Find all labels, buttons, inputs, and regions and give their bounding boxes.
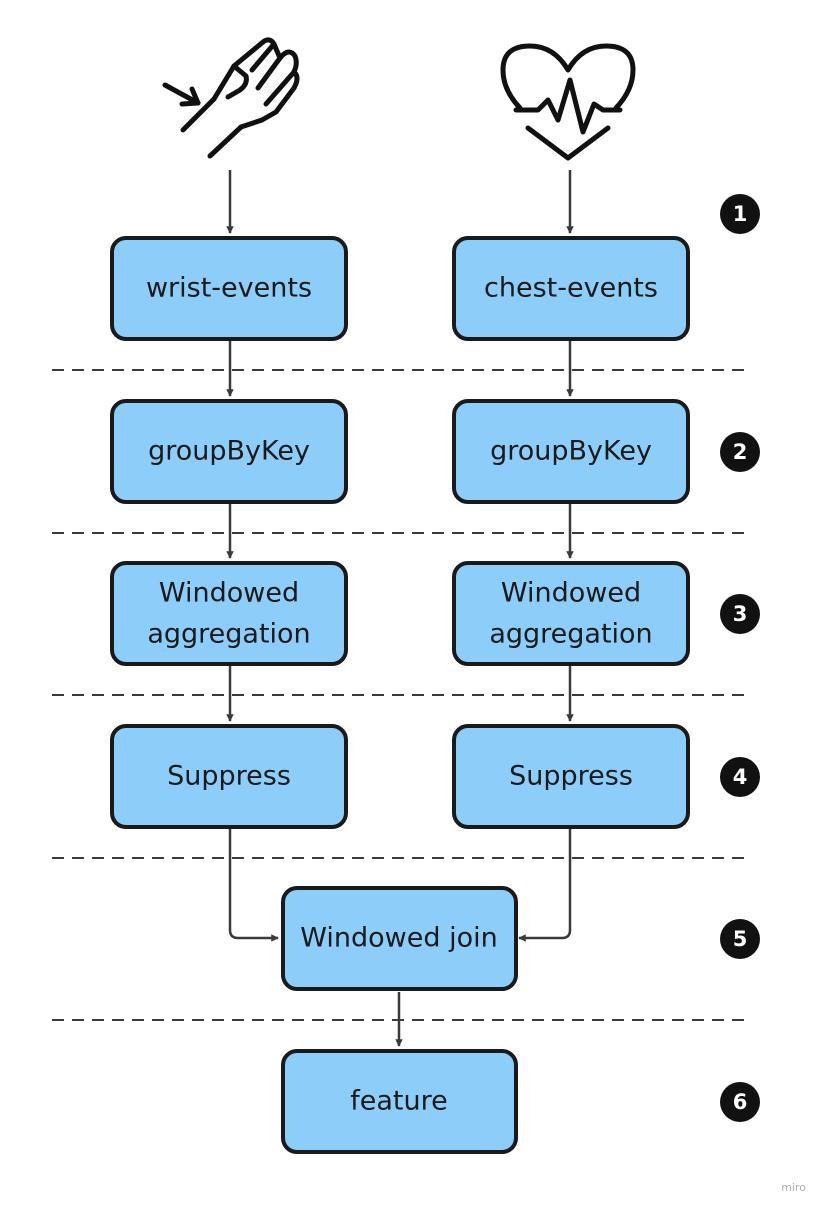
node-groupbykey-right: groupByKey	[452, 399, 690, 504]
step-badge-4: 4	[720, 757, 760, 797]
node-suppress-right: Suppress	[452, 724, 690, 829]
step-number: 3	[733, 602, 748, 626]
step-number: 5	[733, 927, 748, 951]
node-label-line2: aggregation	[489, 619, 652, 650]
node-label: wrist-events	[146, 273, 312, 304]
step-number: 4	[733, 765, 748, 789]
node-label: feature	[350, 1086, 447, 1117]
step-number: 6	[733, 1090, 748, 1114]
node-label-line2: aggregation	[147, 619, 310, 650]
step-number: 1	[733, 202, 748, 226]
node-label: groupByKey	[490, 436, 652, 467]
step-number: 2	[733, 440, 748, 464]
node-windowed-aggregation-left: Windowed aggregation	[110, 561, 348, 666]
node-groupbykey-left: groupByKey	[110, 399, 348, 504]
step-badge-3: 3	[720, 594, 760, 634]
node-chest-events: chest-events	[452, 236, 690, 341]
node-feature: feature	[281, 1049, 518, 1154]
watermark-text: miro	[781, 1181, 806, 1194]
node-label: chest-events	[484, 273, 658, 304]
node-label-line1: Windowed	[501, 578, 641, 609]
heart-pulse-icon	[500, 43, 636, 161]
edge-suppress-left-to-join	[228, 828, 279, 942]
node-label: Suppress	[167, 761, 291, 792]
step-badge-2: 2	[720, 432, 760, 472]
step-badge-5: 5	[720, 919, 760, 959]
node-suppress-left: Suppress	[110, 724, 348, 829]
node-label: Windowed join	[300, 923, 497, 954]
node-wrist-events: wrist-events	[110, 236, 348, 341]
node-windowed-join: Windowed join	[281, 886, 518, 991]
hand-wrist-icon	[162, 37, 300, 159]
node-label-line1: Windowed	[159, 578, 299, 609]
edge-suppress-right-to-join	[518, 828, 572, 942]
step-badge-1: 1	[720, 194, 760, 234]
node-label: groupByKey	[148, 436, 310, 467]
step-badge-6: 6	[720, 1082, 760, 1122]
node-label: Suppress	[509, 761, 633, 792]
node-windowed-aggregation-right: Windowed aggregation	[452, 561, 690, 666]
